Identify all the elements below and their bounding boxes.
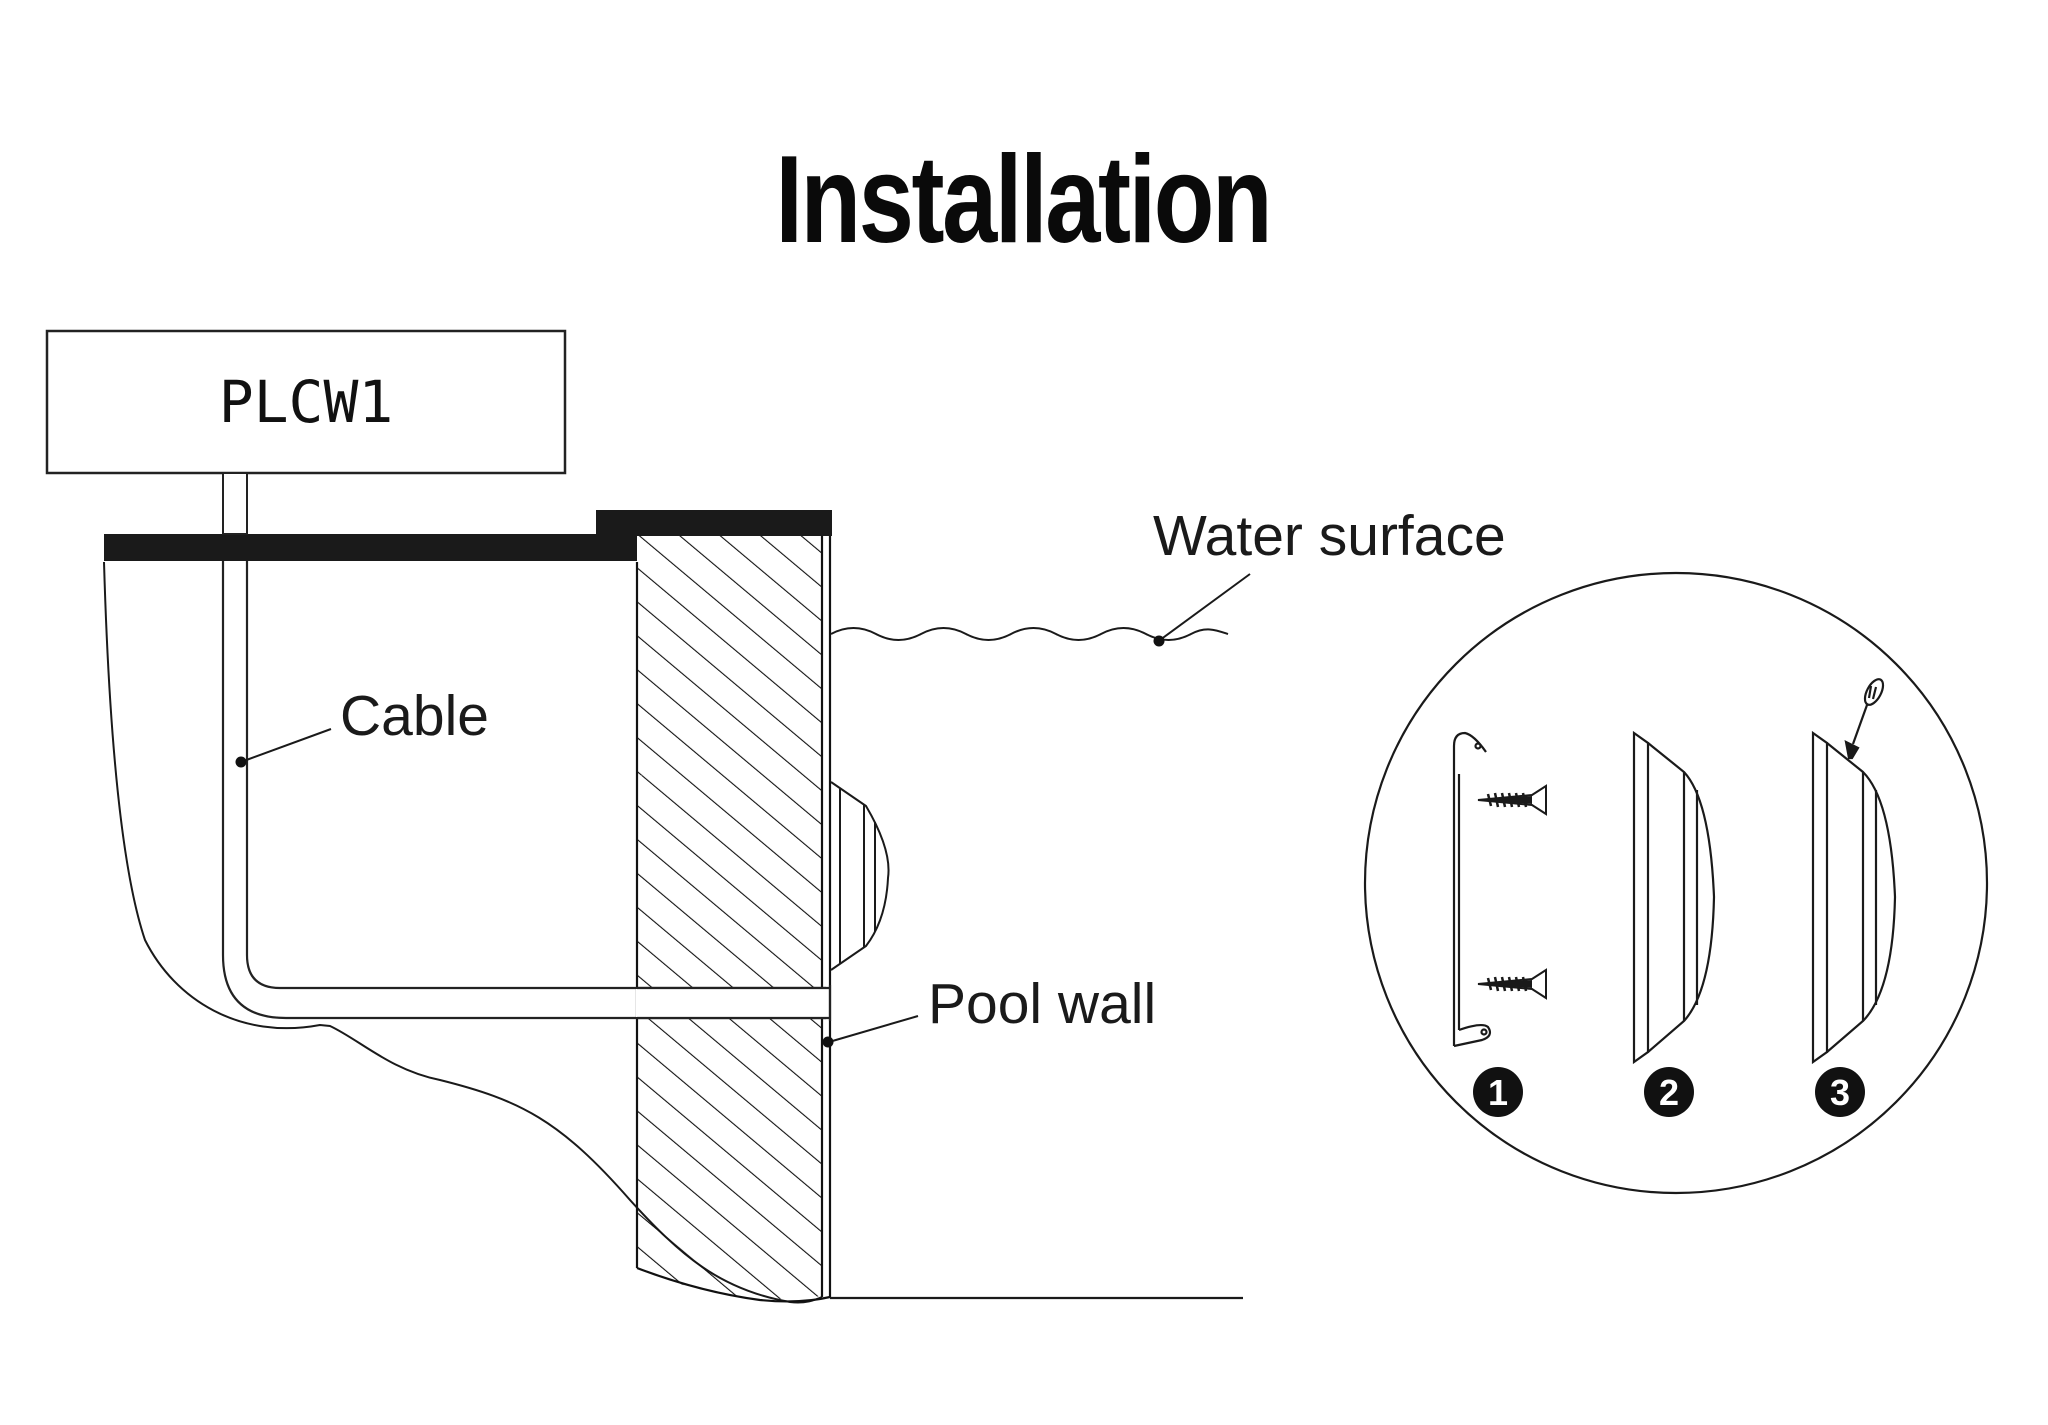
cable-callout: Cable (235, 684, 489, 768)
screwdriver-icon (1844, 678, 1885, 760)
screw-icon (1477, 968, 1547, 1000)
screw-icon (1477, 784, 1547, 816)
light-fixture-installed-icon (1811, 730, 1897, 1065)
water-surface-line (830, 627, 1229, 641)
pool-wall-label: Pool wall (928, 972, 1156, 1036)
pool-light-fixture (830, 781, 890, 971)
light-fixture-icon (1632, 730, 1716, 1065)
step-badge-3: 3 (1815, 1067, 1865, 1117)
controller-label: PLCW1 (219, 368, 394, 436)
installation-steps-detail: 1 2 3 (1363, 571, 1989, 1195)
cable-conduit (221, 472, 832, 1021)
svg-text:3: 3 (1830, 1072, 1850, 1113)
svg-text:1: 1 (1488, 1072, 1508, 1113)
water-surface-label: Water surface (1153, 504, 1506, 568)
step-badge-2: 2 (1644, 1067, 1694, 1117)
pool-wall-callout: Pool wall (822, 972, 1156, 1048)
page-title: Installation (775, 131, 1272, 269)
svg-text:2: 2 (1659, 1072, 1679, 1113)
pool-wall-section (635, 536, 832, 1303)
cable-label: Cable (340, 684, 489, 748)
step-badge-1: 1 (1473, 1067, 1523, 1117)
pool-coping (104, 510, 832, 561)
water-surface-callout: Water surface (1153, 504, 1506, 647)
mounting-bracket-icon (1452, 731, 1492, 1048)
controller-box: PLCW1 (45, 329, 567, 475)
